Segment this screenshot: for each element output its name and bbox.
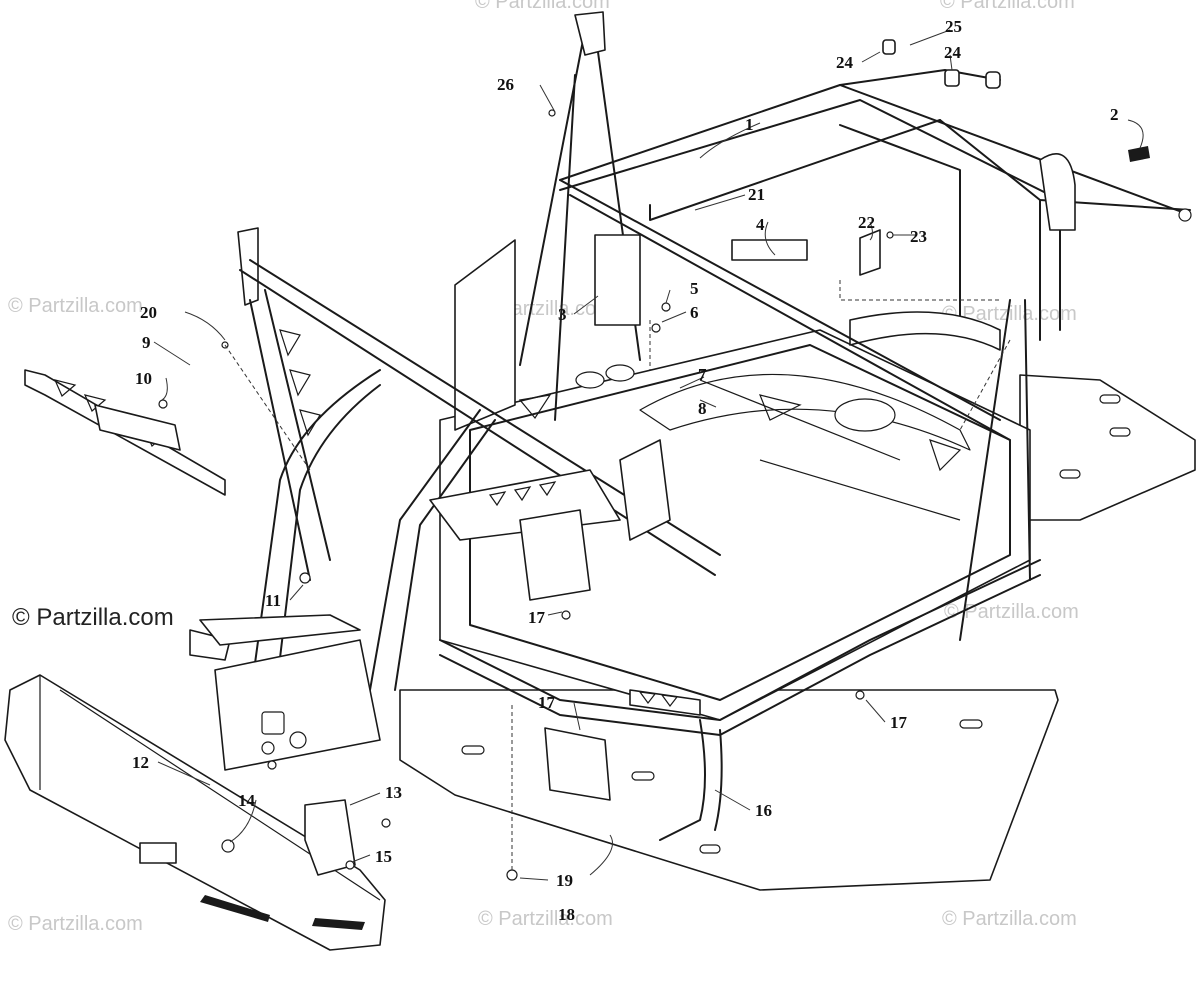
front-bulkhead [189, 614, 381, 771]
callout-labels: 1 2 3 4 5 6 7 8 9 10 11 12 13 14 15 16 1… [132, 17, 1119, 924]
bumper-bracket [304, 799, 356, 876]
front-brace [24, 369, 226, 496]
watermark-group: © Partzilla.com © Partzilla.com © Partzi… [8, 0, 1079, 935]
hardware-group [158, 39, 1150, 881]
front-bumper [4, 674, 386, 951]
callout-13: 13 [385, 783, 402, 802]
lower-side-rail [439, 559, 1041, 841]
callout-9: 9 [142, 333, 151, 352]
callout-22: 22 [858, 213, 875, 232]
roll-cage-rear [454, 11, 641, 431]
callout-18: 18 [558, 905, 575, 924]
watermark-top-right: © Partzilla.com [940, 0, 1075, 13]
callout-24-left: 24 [836, 53, 854, 72]
watermark-primary: © Partzilla.com [12, 604, 174, 631]
watermark-top-center: © Partzilla.com [475, 0, 610, 13]
callout-11: 11 [265, 591, 281, 610]
callout-25: 25 [945, 17, 962, 36]
callout-19: 19 [556, 871, 573, 890]
callout-17-right: 17 [890, 713, 908, 732]
callout-16: 16 [755, 801, 772, 820]
callout-2: 2 [1110, 105, 1119, 124]
callout-3: 3 [558, 305, 567, 324]
callout-6: 6 [690, 303, 699, 322]
watermark-bottom-right: © Partzilla.com [942, 908, 1077, 930]
callout-26: 26 [497, 75, 514, 94]
roll-cage-front [237, 179, 1031, 701]
leader-lines [153, 29, 1144, 881]
callout-21: 21 [748, 185, 765, 204]
rear-frame [559, 69, 1192, 351]
callout-1: 1 [745, 115, 754, 134]
watermark-left: © Partzilla.com [8, 295, 143, 317]
callout-23: 23 [910, 227, 927, 246]
callout-5: 5 [690, 279, 699, 298]
callout-12: 12 [132, 753, 149, 772]
callout-17-middle: 17 [538, 693, 556, 712]
seat-support [429, 439, 671, 601]
callout-15: 15 [375, 847, 392, 866]
callout-7: 7 [698, 365, 707, 384]
callout-14: 14 [238, 791, 256, 810]
watermark-mid-right: © Partzilla.com [944, 601, 1079, 623]
watermark-bottom-left: © Partzilla.com [8, 913, 143, 935]
callout-20: 20 [140, 303, 157, 322]
callout-4: 4 [756, 215, 765, 234]
callout-10: 10 [135, 369, 152, 388]
callout-17-upper: 17 [528, 608, 546, 627]
callout-8: 8 [698, 399, 707, 418]
watermark-bottom-center: © Partzilla.com [478, 908, 613, 930]
callout-24-right: 24 [944, 43, 962, 62]
